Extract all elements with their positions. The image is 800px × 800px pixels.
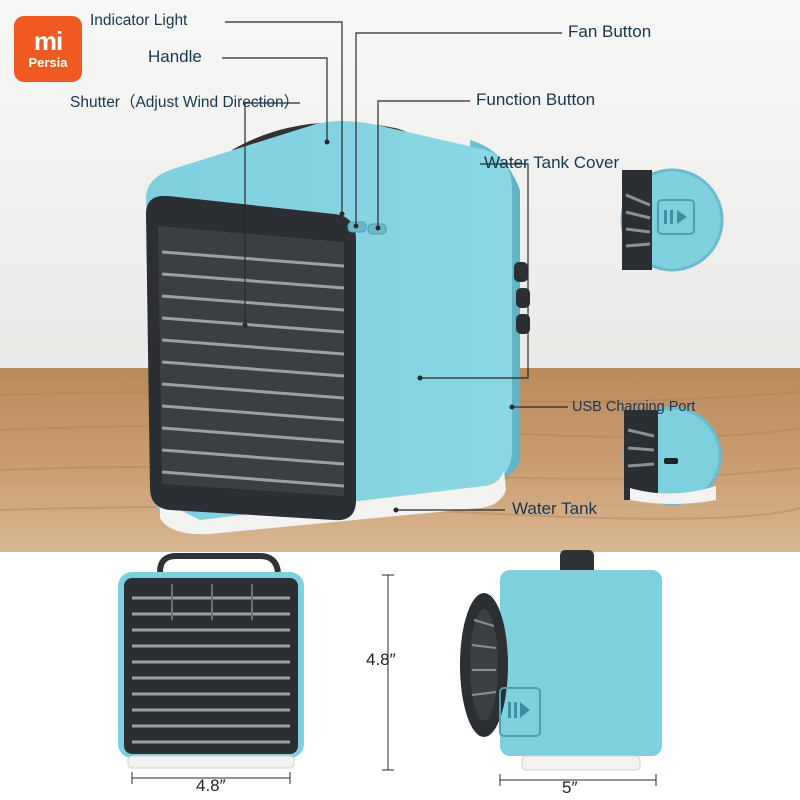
- dimension-height: 4.8″: [366, 650, 396, 669]
- front-view-slats: [132, 596, 290, 744]
- dimension-side-depth: 5″: [562, 778, 578, 797]
- air-cooler-main: [146, 121, 530, 535]
- callout-indicator-light: Indicator Light: [90, 12, 188, 29]
- callout-shutter: Shutter（Adjust Wind Direction）: [70, 94, 300, 111]
- leader-lines: [222, 21, 568, 511]
- height-dimension-line: [382, 574, 394, 771]
- callout-water-tank-cover: Water Tank Cover: [484, 153, 620, 172]
- callout-usb-charging-port: USB Charging Port: [572, 399, 696, 415]
- brand-logo-subtext: Persia: [28, 54, 68, 70]
- front-view: [118, 553, 304, 784]
- callout-function-button: Function Button: [476, 90, 596, 109]
- leader-dots: [242, 139, 515, 513]
- side-view: [460, 550, 662, 786]
- grille-inner: [158, 226, 344, 496]
- water-tank-shape: [160, 470, 506, 535]
- callout-fan-button: Fan Button: [568, 22, 652, 41]
- grille-slats: [161, 250, 345, 488]
- inset-water-tank-cover: [620, 168, 724, 272]
- dimension-front-width: 4.8″: [196, 776, 226, 795]
- side-fan-fins: [514, 262, 530, 334]
- brand-logo-mark: mi: [33, 25, 63, 56]
- brand-logo: mi Persia: [14, 16, 82, 82]
- callout-water-tank: Water Tank: [512, 499, 598, 518]
- callout-handle: Handle: [148, 47, 202, 66]
- inset-usb-port: [622, 406, 722, 506]
